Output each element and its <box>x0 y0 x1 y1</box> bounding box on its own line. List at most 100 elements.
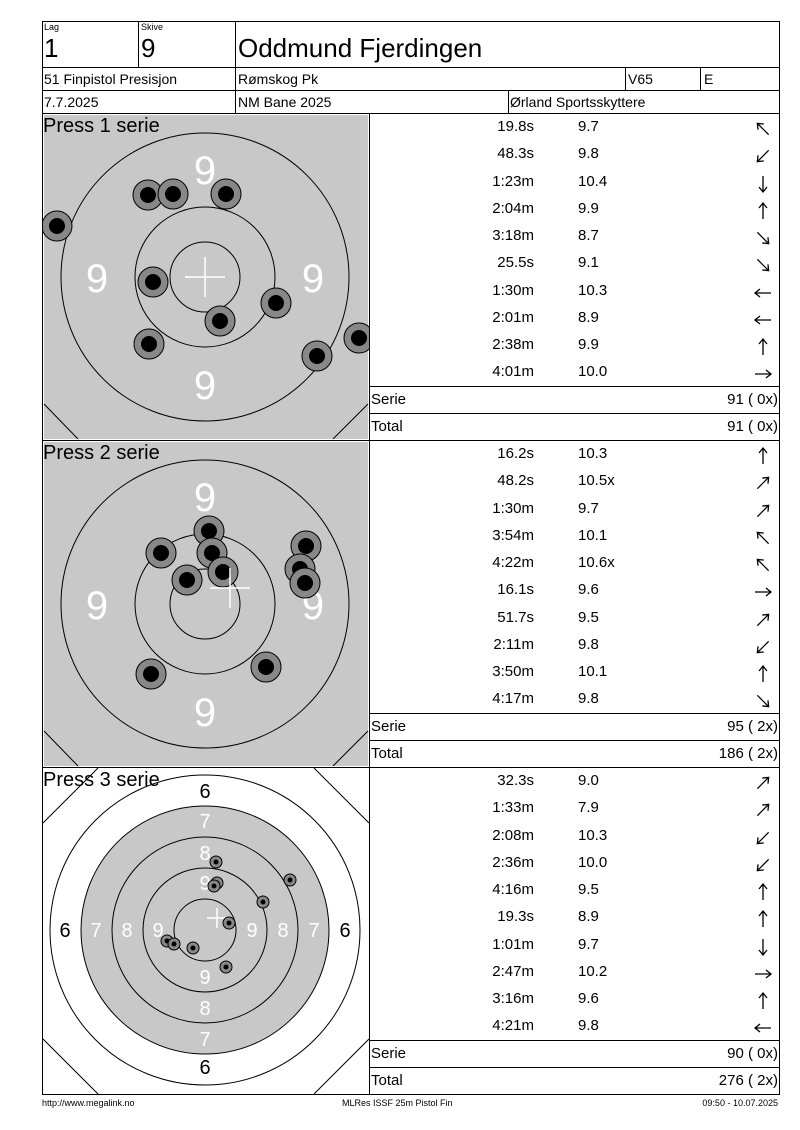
svg-text:6: 6 <box>199 1057 210 1079</box>
svg-text:6: 6 <box>59 920 70 942</box>
direction-arrow-icon <box>756 831 770 844</box>
serie-title: Press 2 serie <box>43 442 160 464</box>
shot-time: 3:50m <box>492 663 534 680</box>
shot-score: 10.6x <box>578 554 615 571</box>
svg-text:9: 9 <box>152 920 163 942</box>
shot-time: 19.8s <box>497 118 534 135</box>
shot-row: 2:08m 10.3 <box>370 825 780 852</box>
serie-title: Press 1 serie <box>43 115 160 137</box>
ring-number: 9 <box>194 149 216 193</box>
serie-value: 91 ( 0x) <box>727 391 778 408</box>
skive-value: 9 <box>141 33 156 63</box>
direction-arrow-icon <box>756 504 770 517</box>
shot-hole <box>207 879 221 893</box>
ring-number: 9 <box>194 364 216 408</box>
svg-text:7: 7 <box>308 920 319 942</box>
shot-score: 10.4 <box>578 172 608 190</box>
direction-arrow-icon <box>755 369 773 379</box>
serie-label: Serie <box>371 1045 407 1062</box>
shot-time: 48.2s <box>497 472 534 490</box>
direction-arrow-icon <box>758 201 768 219</box>
direction-arrow-icon <box>755 587 773 597</box>
svg-text:6: 6 <box>339 920 350 942</box>
shot-score: 8.9 <box>578 308 599 326</box>
serie-label: Serie <box>371 391 407 408</box>
shot-holes <box>135 515 322 690</box>
total-label: Total <box>371 745 403 762</box>
shot-time: 3:54m <box>492 526 534 544</box>
shot-score: 10.3 <box>578 826 608 844</box>
shot-hole <box>157 178 189 210</box>
shot-hole <box>207 556 239 588</box>
shot-score: 9.0 <box>578 772 599 789</box>
direction-arrow-icon <box>758 938 768 956</box>
svg-text:8: 8 <box>199 998 210 1020</box>
target-serie-2: 9 9 9 9 <box>43 442 369 767</box>
shot-hole <box>250 651 282 683</box>
shot-score: 9.7 <box>578 499 599 517</box>
ring-number: 9 <box>86 257 108 301</box>
shot-score: 9.9 <box>578 336 599 353</box>
direction-arrow-icon <box>756 259 770 272</box>
shot-time: 3:16m <box>492 990 534 1007</box>
shot-time: 2:08m <box>492 826 534 844</box>
shot-hole <box>210 178 242 210</box>
serie-label: Serie <box>371 718 407 735</box>
direction-arrow-icon <box>758 910 768 928</box>
class-value: V65 <box>628 71 653 87</box>
footer-url[interactable]: http://www.megalink.no <box>42 1098 135 1108</box>
shot-time: 2:38m <box>492 336 534 353</box>
shot-time: 1:01m <box>492 935 534 953</box>
shot-score: 8.9 <box>578 908 599 926</box>
shot-hole <box>43 210 73 242</box>
direction-arrow-icon <box>756 231 770 245</box>
shot-time: 4:01m <box>492 363 534 381</box>
shot-time: 1:30m <box>492 499 534 517</box>
direction-arrow-icon <box>758 337 768 355</box>
shot-hole <box>186 941 200 955</box>
shot-score: 10.2 <box>578 962 608 980</box>
serie-value: 95 ( 2x) <box>727 718 778 735</box>
shot-hole <box>133 328 165 360</box>
direction-arrow-icon <box>756 558 770 572</box>
direction-arrow-icon <box>756 776 770 790</box>
shot-time: 4:22m <box>492 554 534 571</box>
shot-hole <box>343 322 369 354</box>
shot-time: 2:01m <box>492 308 534 326</box>
shot-hole <box>137 266 169 298</box>
shooter-name: Oddmund Fjerdingen <box>238 33 483 63</box>
club-row1: Rømskog Pk <box>238 71 319 87</box>
direction-arrow-icon <box>758 446 768 464</box>
shot-row: 2:01m 8.9 <box>370 307 780 334</box>
total-label: Total <box>371 1072 403 1089</box>
shot-score: 9.9 <box>578 199 599 217</box>
venue: NM Bane 2025 <box>238 94 332 110</box>
shot-time: 3:18m <box>492 227 534 244</box>
svg-text:7: 7 <box>90 920 101 942</box>
shot-time: 51.7s <box>497 608 534 626</box>
svg-text:9: 9 <box>199 873 210 895</box>
grade-value: E <box>704 71 714 87</box>
direction-arrow-icon <box>756 640 770 654</box>
shot-hole <box>289 567 321 599</box>
total-label: Total <box>371 418 403 435</box>
svg-text:8: 8 <box>121 920 132 942</box>
total-value: 276 ( 2x) <box>718 1072 778 1089</box>
ring-number: 9 <box>194 691 216 735</box>
